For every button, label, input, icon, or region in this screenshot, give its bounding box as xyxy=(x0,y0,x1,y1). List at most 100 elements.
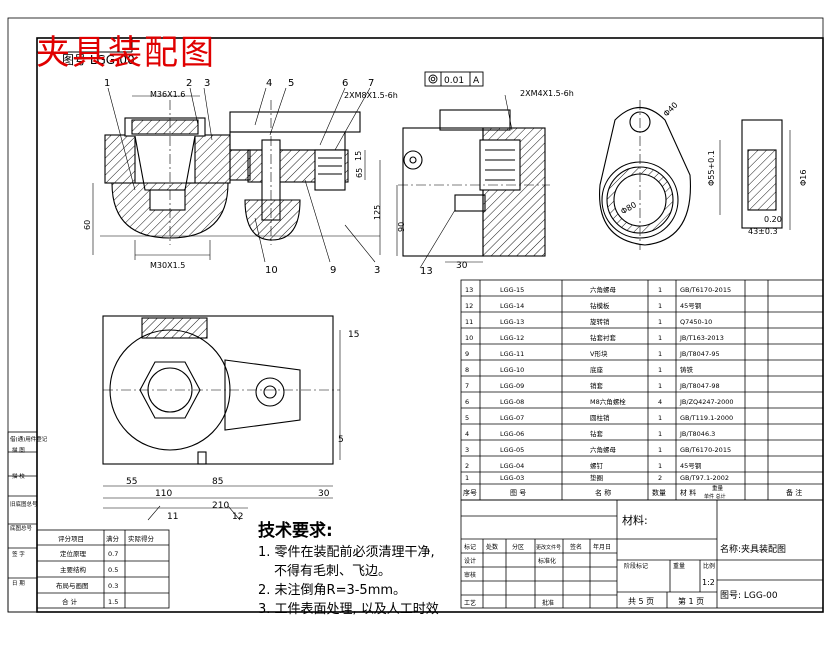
bom-header: 备 注 xyxy=(786,488,802,497)
tb-label: 批准 xyxy=(542,599,554,607)
bom-cell: 1 xyxy=(658,286,662,294)
bom-cell: 1 xyxy=(658,366,662,374)
tb-label: 标记 xyxy=(464,543,476,551)
bom-cell: 圆柱销 xyxy=(590,413,610,422)
bom-cell: LGG-14 xyxy=(500,302,524,310)
bom-cell: 1 xyxy=(658,430,662,438)
bom-cell: GB/T97.1-2002 xyxy=(680,474,729,482)
dim-label: 0.20 xyxy=(764,215,782,224)
bom-header: 名 称 xyxy=(595,488,611,497)
strip-label: 底图总号 xyxy=(10,524,33,532)
bom-cell: 1 xyxy=(658,318,662,326)
bom-header: 数量 xyxy=(652,488,666,497)
bom-cell: JB/ZQ4247-2000 xyxy=(679,398,734,406)
callout: 13 xyxy=(420,266,433,277)
bom-table xyxy=(460,279,824,501)
callout: 5 xyxy=(288,78,294,89)
bom-cell: JB/T8046.3 xyxy=(679,430,715,438)
tb-drawing-no: 图号: LGG-00 xyxy=(720,590,778,601)
strip-label: 日 期 xyxy=(12,580,25,587)
tech-requirements: 技术要求: 1. 零件在装配前必须清理干净, 不得有毛刺、飞边。 2. 未注倒角… xyxy=(258,516,439,619)
bom-cell: M8六角螺栓 xyxy=(590,397,626,406)
bom-cell: 钻模板 xyxy=(590,301,610,310)
bom-cell: 1 xyxy=(658,382,662,390)
tb-label: 签名 xyxy=(570,543,582,551)
bom-cell: LGG-03 xyxy=(500,474,524,482)
bom-cell: V形块 xyxy=(590,349,608,358)
bom-cell: 1 xyxy=(658,334,662,342)
dim-label: 2XM4X1.5-6h xyxy=(520,89,574,98)
strip-label: 借(通)用件登记 xyxy=(10,435,48,443)
tech-line: 2. 未注倒角R=3-5mm。 xyxy=(258,583,407,598)
bom-cell: 1 xyxy=(465,474,469,482)
tech-line: 3. 工件表面处理, 以及人工时效 xyxy=(258,602,439,617)
bom-cell: 六角螺母 xyxy=(590,285,617,294)
bom-cell: 13 xyxy=(465,286,473,294)
bom-cell: 11 xyxy=(465,318,473,326)
bom-cell: LGG-10 xyxy=(500,366,524,374)
dim-label: 90 xyxy=(397,222,406,232)
datum-letter: A xyxy=(473,76,480,86)
bom-cell: 8 xyxy=(465,366,469,374)
bom-cell: LGG-05 xyxy=(500,446,524,454)
score-item: 布局与画图 xyxy=(56,581,89,590)
bom-cell: 底座 xyxy=(590,365,604,374)
bom-cell: 2 xyxy=(465,462,469,470)
tb-label: 重量 xyxy=(673,562,685,570)
tolerance-frame xyxy=(424,71,484,87)
dim-label: M30X1.5 xyxy=(150,261,185,270)
bom-cell: 钻套衬套 xyxy=(590,333,617,342)
bom-cell: LGG-07 xyxy=(500,414,524,422)
tb-material: 材料: xyxy=(622,513,648,527)
tb-label: 标准化 xyxy=(538,557,556,565)
callout: 3 xyxy=(374,265,380,276)
bom-cell: JB/T163-2013 xyxy=(679,334,724,342)
bom-cell: 销套 xyxy=(590,381,604,390)
bom-cell: 12 xyxy=(465,302,473,310)
bom-cell: 4 xyxy=(465,430,469,438)
score-item: 主要结构 xyxy=(60,565,87,574)
bom-cell: 2 xyxy=(658,474,662,482)
dim-label: 43±0.3 xyxy=(748,227,778,236)
callout: 10 xyxy=(265,265,278,276)
tb-label: 工艺 xyxy=(464,599,476,607)
bom-cell: 旋转销 xyxy=(590,317,610,326)
callout: 12 xyxy=(232,512,243,522)
score-header: 实际得分 xyxy=(128,534,155,543)
bom-cell: LGG-12 xyxy=(500,334,524,342)
callout: 7 xyxy=(368,78,374,89)
dim-label: Φ40 xyxy=(662,100,680,118)
dim-label: 210 xyxy=(212,501,229,511)
score-max: 1.5 xyxy=(108,598,118,606)
tb-label: 比例 xyxy=(703,562,715,570)
bom-cell: 垫圈 xyxy=(590,473,603,482)
tb-scale: 1:2 xyxy=(702,578,715,587)
bom-cell: 1 xyxy=(658,446,662,454)
dim-label: 30 xyxy=(318,489,330,499)
bom-header: 序号 xyxy=(463,488,477,497)
bom-cell: 铸铁 xyxy=(680,365,694,374)
strip-label: 描 图 xyxy=(12,446,25,454)
tb-label: 阶段标记 xyxy=(624,562,648,570)
dim-label: 110 xyxy=(155,489,172,499)
callout: 2 xyxy=(186,78,192,89)
bom-cell: 9 xyxy=(465,350,469,358)
strip-label: 旧底图总号 xyxy=(10,500,38,508)
bom-cell: LGG-08 xyxy=(500,398,524,406)
callout: 6 xyxy=(342,78,348,89)
bom-cell: JB/T8047-98 xyxy=(679,382,720,390)
score-header: 满分 xyxy=(106,534,120,543)
bom-header: 材 料 xyxy=(680,488,696,497)
score-max: 0.3 xyxy=(108,582,118,590)
tb-sheets: 共 5 页 xyxy=(628,597,654,606)
left-strip xyxy=(7,431,38,613)
detail-view xyxy=(599,100,791,250)
dim-label: Φ16 xyxy=(799,170,808,186)
top-view xyxy=(102,315,341,521)
dim-label: 85 xyxy=(212,477,223,487)
callout: 3 xyxy=(204,78,210,89)
tb-label: 设计 xyxy=(464,557,476,565)
bom-cell: 6 xyxy=(465,398,469,406)
bom-cell: 7 xyxy=(465,382,469,390)
